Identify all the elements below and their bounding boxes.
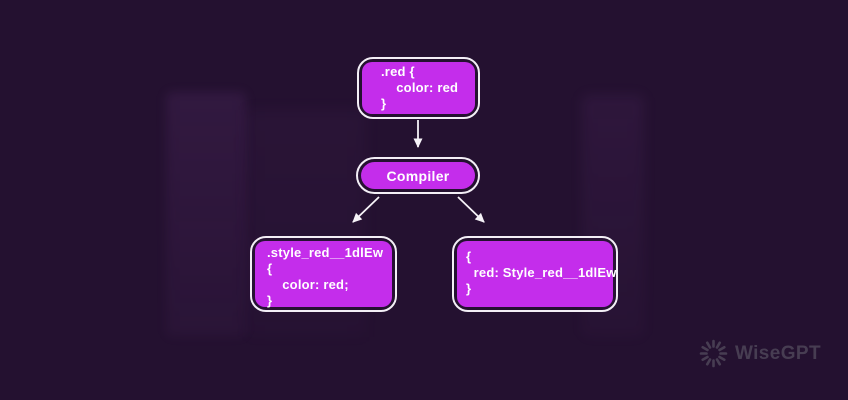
wisegpt-logo-text: WiseGPT	[734, 342, 821, 364]
compiled-js-code: { red: Style_red__1dlEw }	[466, 249, 617, 296]
node-compiled-css-body: .style_red__1dlEw { color: red; }	[255, 241, 392, 308]
arrow-compiler-to-js	[457, 196, 485, 223]
arrow-compiler-to-css	[352, 196, 380, 223]
wisegpt-logo: WiseGPT	[698, 338, 821, 369]
node-compiled-js-body: { red: Style_red__1dlEw }	[457, 241, 617, 307]
source-css-code: .red { color: red }	[381, 64, 459, 111]
node-source-css: .red { color: red }	[357, 57, 480, 119]
node-compiled-js-mapping: { red: Style_red__1dlEw }	[452, 236, 618, 312]
compiled-css-code: .style_red__1dlEw { color: red; }	[267, 245, 384, 308]
node-source-css-body: .red { color: red }	[362, 62, 475, 114]
background-glow-left	[166, 92, 246, 337]
node-compiler-body: Compiler	[361, 162, 475, 189]
node-compiler: Compiler	[356, 157, 480, 194]
node-compiled-css: .style_red__1dlEw { color: red; }	[250, 236, 397, 312]
wisegpt-logo-icon	[699, 339, 728, 368]
